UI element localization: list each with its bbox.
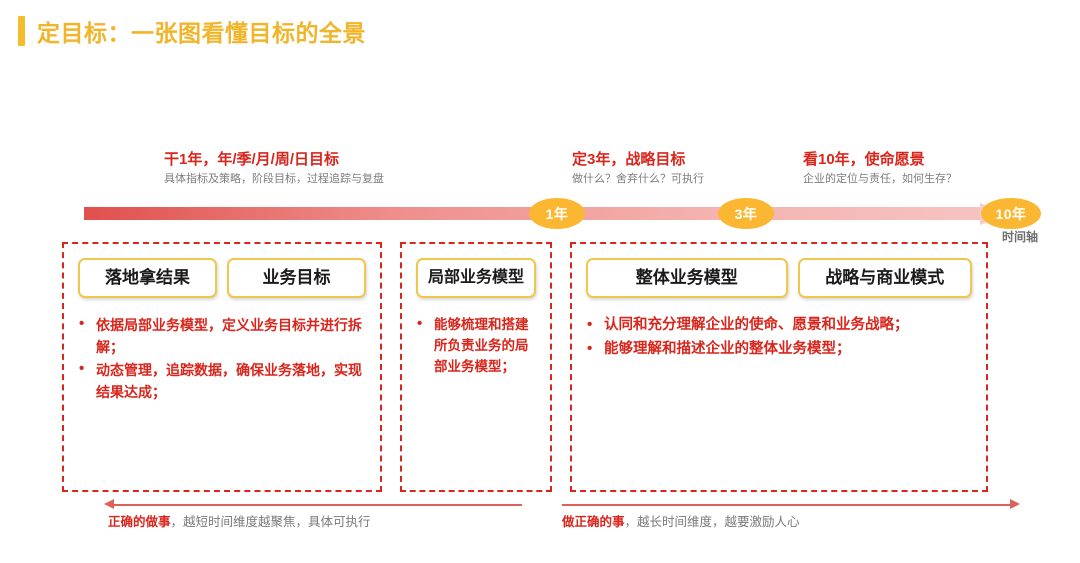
timeline-axis-label: 时间轴 (1002, 230, 1039, 244)
bullet-list: 能够梳理和搭建所负责业务的局部业务模型； (402, 298, 550, 377)
phase-header-subtitle: 做什么？舍弃什么？可执行 (572, 173, 704, 185)
phase-header-subtitle: 企业的定位与责任，如何生存？ (803, 173, 957, 185)
phase-header-10year: 看10年，使命愿景 企业的定位与责任，如何生存？ (803, 150, 957, 188)
phase-header-title: 干1年，年/季/月/周/日目标 (164, 151, 340, 168)
chip-label: 局部业务模型 (416, 258, 536, 298)
panel-local-model: 局部业务模型 能够梳理和搭建所负责业务的局部业务模型； (400, 242, 552, 492)
chip-row: 落地拿结果 业务目标 (64, 244, 380, 298)
bullet-list: 认同和充分理解企业的使命、愿景和业务战略； 能够理解和描述企业的整体业务模型； (572, 298, 986, 361)
footer-note-right-strong: 做正确的事 (562, 515, 625, 529)
bullet-item: 能够梳理和搭建所负责业务的局部业务模型； (414, 313, 536, 377)
bullet-item: 动态管理，追踪数据，确保业务落地，实现结果达成； (76, 358, 366, 403)
timeline-axis: 1年 3年 10年 (84, 198, 1041, 229)
title-text: 定目标：一张图看懂目标的全景 (37, 20, 366, 46)
page-title: 定目标：一张图看懂目标的全景 (18, 14, 366, 48)
timeline-badge-3year: 3年 (718, 198, 774, 229)
panel-execution: 落地拿结果 业务目标 依据局部业务模型，定义业务目标并进行拆解； 动态管理，追踪… (62, 242, 382, 492)
footer-arrow-right-icon (1010, 499, 1020, 509)
footer-line-right (562, 504, 1012, 506)
footer-note-right: 做正确的事，越长时间维度，越要激励人心 (562, 513, 800, 531)
footer-note-left-strong: 正确的做事 (108, 515, 171, 529)
phase-header-3year: 定3年，战略目标 做什么？舍弃什么？可执行 (572, 150, 704, 188)
chip-row: 整体业务模型 战略与商业模式 (572, 244, 986, 298)
footer-note-left-rest: ，越短时间维度越聚焦，具体可执行 (170, 515, 371, 529)
phase-header-subtitle: 具体指标及策略，阶段目标，过程追踪与复盘 (164, 173, 384, 185)
phase-header-title: 定3年，战略目标 (572, 151, 686, 168)
phase-header-1year: 干1年，年/季/月/周/日目标 具体指标及策略，阶段目标，过程追踪与复盘 (164, 150, 384, 188)
bullet-item: 依据局部业务模型，定义业务目标并进行拆解； (76, 313, 366, 358)
chip-label: 业务目标 (227, 258, 366, 298)
footer-arrow-left-icon (104, 499, 114, 509)
chip-row: 局部业务模型 (402, 244, 550, 298)
footer-note-left: 正确的做事，越短时间维度越聚焦，具体可执行 (108, 513, 371, 531)
bullet-item: 能够理解和描述企业的整体业务模型； (584, 337, 972, 361)
panel-strategy: 整体业务模型 战略与商业模式 认同和充分理解企业的使命、愿景和业务战略； 能够理… (570, 242, 988, 492)
phase-header-title: 看10年，使命愿景 (803, 151, 925, 168)
footer-note-right-rest: ，越长时间维度，越要激励人心 (624, 515, 800, 529)
chip-label: 战略与商业模式 (797, 258, 972, 298)
bullet-list: 依据局部业务模型，定义业务目标并进行拆解； 动态管理，追踪数据，确保业务落地，实… (64, 298, 380, 403)
timeline-badge-10year: 10年 (981, 198, 1041, 229)
timeline-badge-1year: 1年 (529, 198, 585, 229)
chip-label: 整体业务模型 (586, 258, 788, 298)
footer-line-left (112, 504, 522, 506)
chip-label: 落地拿结果 (78, 258, 217, 298)
bullet-item: 认同和充分理解企业的使命、愿景和业务战略； (584, 313, 972, 337)
title-accent-bar (18, 16, 25, 46)
